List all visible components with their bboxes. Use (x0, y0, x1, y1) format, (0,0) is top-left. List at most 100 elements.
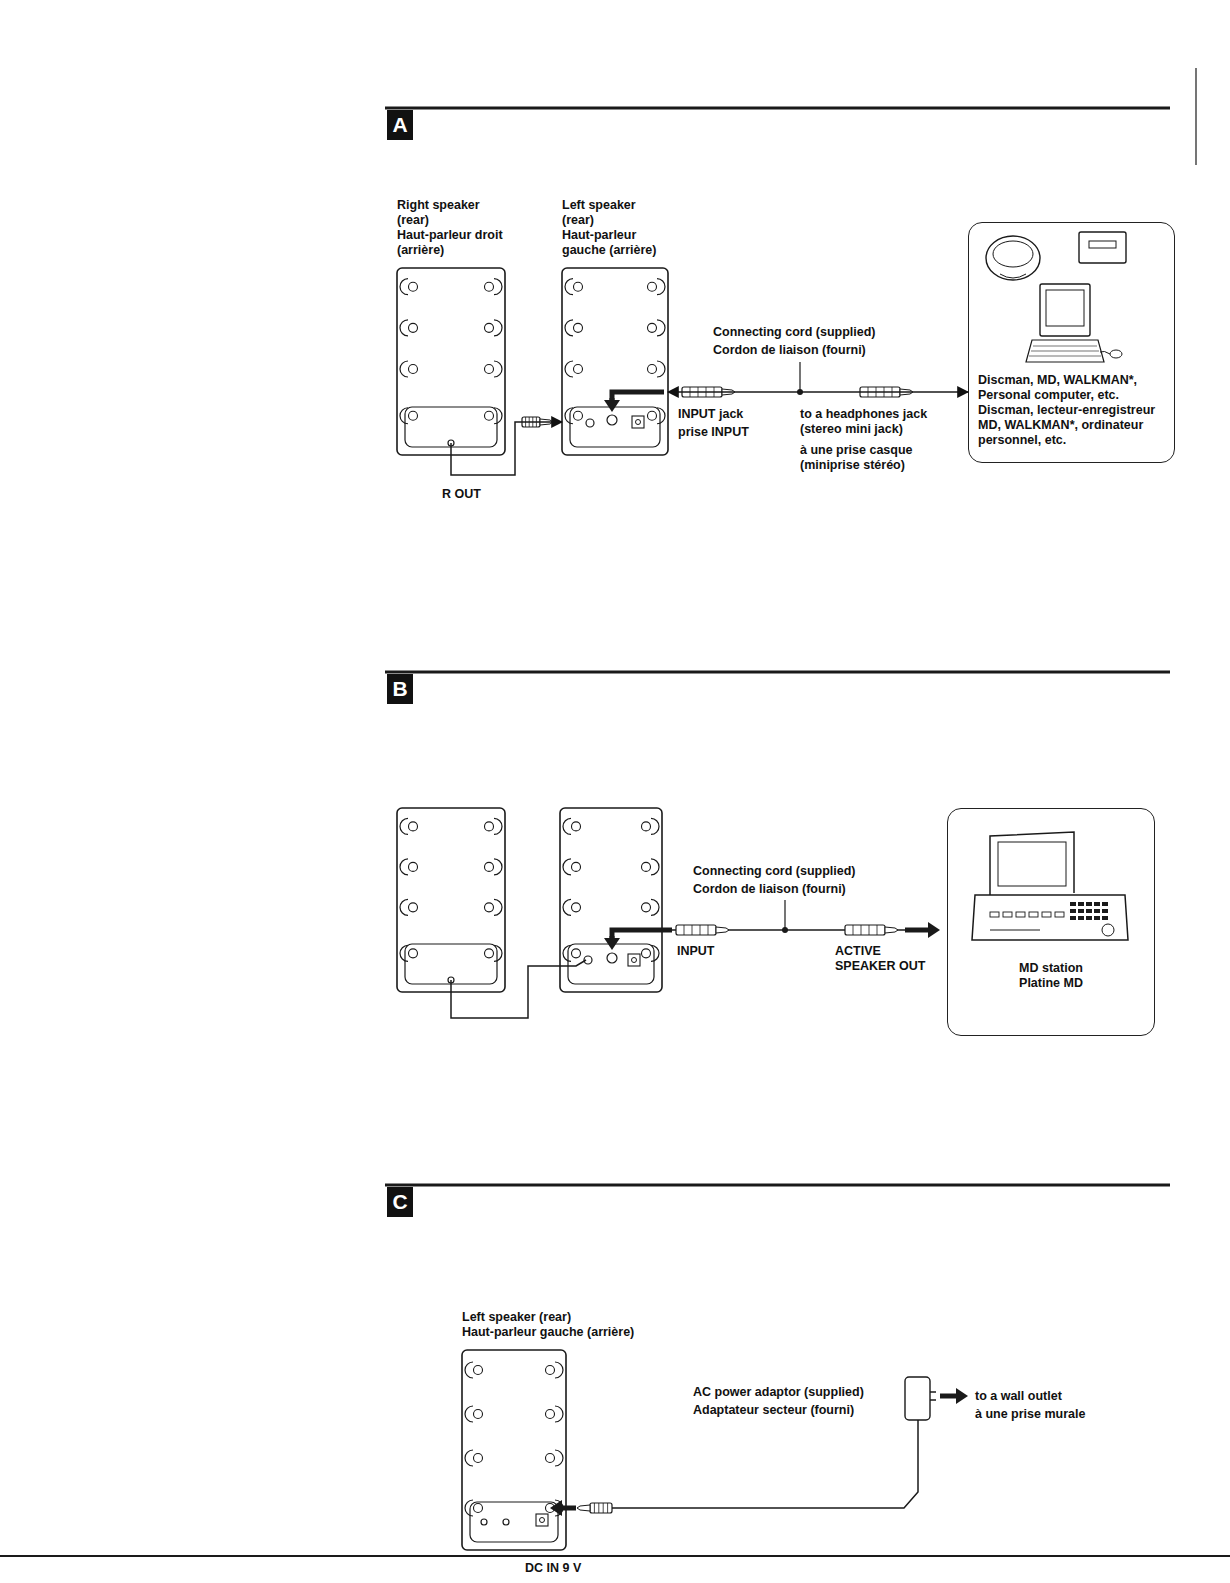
speaker-screw (574, 282, 583, 291)
speaker-screw (642, 903, 651, 912)
adaptor-prong (930, 1399, 936, 1401)
speaker-screw (485, 323, 494, 332)
speaker-screw (485, 822, 494, 831)
wire (1195, 68, 1196, 165)
section-letter: A (387, 110, 413, 140)
speaker-screw (474, 1410, 483, 1419)
speaker-foot (494, 899, 502, 915)
speaker-screw (648, 411, 657, 420)
speaker-foot (563, 859, 571, 875)
md-slot (1089, 241, 1116, 248)
plug-ridge (594, 1503, 595, 1513)
speaker-foot (657, 408, 665, 424)
speaker-screw (642, 862, 651, 871)
adaptor-body (905, 1377, 930, 1420)
md-key (1078, 909, 1084, 913)
plug-ridge (869, 925, 870, 935)
speaker-foot (400, 818, 408, 834)
speaker-foot (400, 320, 408, 336)
speaker-body (562, 268, 668, 455)
md-button (1042, 912, 1051, 917)
md-station-drawing (972, 832, 1128, 940)
node-heading: Right speaker (rear) (397, 198, 505, 228)
speaker-panel (568, 944, 654, 984)
speaker-panel (570, 407, 660, 447)
speaker-screw (485, 282, 494, 291)
speaker-screw (409, 323, 418, 332)
arrow-head (550, 1500, 562, 1516)
md-key (1078, 902, 1084, 906)
speaker-foot (563, 945, 571, 961)
plug-tip (716, 927, 729, 933)
speaker-screw (572, 949, 581, 958)
md-key (1070, 909, 1076, 913)
node-text-fr: Haut-parleur droit (arrière) (397, 228, 505, 258)
speaker-foot (555, 1450, 563, 1466)
speaker-screw (409, 903, 418, 912)
speaker-foot (657, 361, 665, 377)
md-key (1070, 902, 1076, 906)
callout-label: ACTIVE SPEAKER OUT (835, 944, 940, 974)
plug-ridge (708, 925, 709, 935)
speaker-screw (546, 1454, 555, 1463)
callout-label: Cordon de liaison (fourni) (693, 882, 846, 897)
md-button (1003, 912, 1012, 917)
keyboard (1026, 340, 1104, 362)
arrow-head (604, 400, 620, 412)
speaker-screw (485, 903, 494, 912)
md-key (1102, 916, 1108, 920)
callout-label: INPUT jack (678, 407, 743, 422)
speaker-foot (400, 279, 408, 295)
arrow-head (956, 1388, 968, 1404)
speaker-screw (474, 1454, 483, 1463)
speaker-panel (405, 944, 497, 984)
dc-jack-hole (632, 958, 637, 963)
speaker-foot (465, 1450, 473, 1466)
plug-ridge (877, 925, 878, 935)
speaker-screw (485, 411, 494, 420)
speaker-foot (494, 945, 502, 961)
dc-jack (632, 416, 644, 428)
speaker-foot (400, 945, 408, 961)
speaker-screw (409, 822, 418, 831)
speaker-foot (565, 361, 573, 377)
jack-arrow (604, 930, 672, 950)
speaker-screw (648, 364, 657, 373)
speaker-screw (409, 364, 418, 373)
callout-label: Cordon de liaison (fourni) (713, 343, 866, 358)
callout-label: to a headphones jack (stereo mini jack) (800, 407, 958, 437)
speaker-screw (409, 949, 418, 958)
jack (607, 415, 617, 425)
callout-label: prise INPUT (678, 425, 749, 440)
speaker-foot (494, 361, 502, 377)
md-lid (990, 832, 1074, 895)
wire (451, 960, 586, 1018)
md-key (1094, 916, 1100, 920)
wire (612, 392, 664, 400)
wire (612, 930, 672, 938)
speaker-body (462, 1350, 566, 1550)
speaker-screw (574, 323, 583, 332)
speaker-screw (572, 903, 581, 912)
md-button (1029, 912, 1038, 917)
wire (450, 443, 452, 455)
plug-ridge (861, 925, 862, 935)
speaker-screw (648, 282, 657, 291)
wire (385, 1184, 1170, 1187)
dc-jack-hole (540, 1518, 545, 1523)
jack-arrow (604, 392, 664, 412)
callout-label: R OUT (442, 487, 481, 502)
plug-ridge (603, 1503, 604, 1513)
speaker-unit: Left speaker (rear)Haut-parleur gauche (… (462, 1310, 677, 1550)
cord-junction (782, 927, 788, 933)
speaker-drawing (397, 808, 505, 992)
md-key (1094, 902, 1100, 906)
callout-label: Connecting cord (supplied) (693, 864, 856, 879)
speaker-screw (642, 822, 651, 831)
speaker-body (560, 808, 662, 992)
plug-ridge (607, 1503, 608, 1513)
wire (385, 107, 1170, 110)
speaker-unit: Left speaker (rear)Haut-parleur gauche (… (562, 198, 668, 455)
md-key (1086, 902, 1092, 906)
